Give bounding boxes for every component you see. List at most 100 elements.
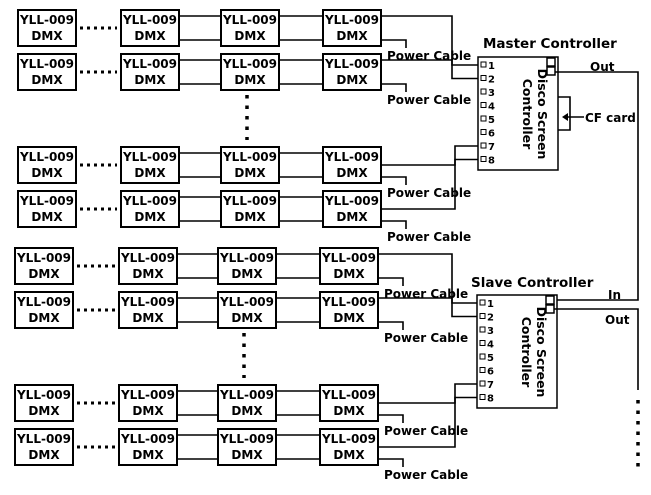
fixture-model-label: YLL-009 [219,251,274,265]
fixture-box [220,190,280,228]
fixture-type-label: DMX [31,210,63,224]
fixture-box [322,146,382,184]
fixture-model-label: YLL-009 [219,295,274,309]
port-connector [479,394,486,400]
slave-controller-name: Disco Screen Controller [519,307,549,398]
fixture-box [217,428,277,466]
fixture-box [118,384,178,422]
cf-card-label: CF card [585,111,636,125]
port-number: 7 [488,142,495,153]
fixture-model-label: YLL-009 [321,251,376,265]
fixture-type-label: DMX [134,210,166,224]
port-connector [480,115,487,122]
data-cable [381,59,478,80]
fixture-box [319,384,379,422]
data-cable [381,15,478,66]
fixture-type-label: DMX [231,404,263,418]
fixture-row: YLL-009DMXYLL-009DMXYLL-009DMXYLL-009DMX… [17,53,478,107]
port-number: 2 [487,313,494,324]
fixture-model-label: YLL-009 [321,432,376,446]
port-connector [479,367,486,373]
fixture-type-label: DMX [336,210,368,224]
fixture-box [120,190,180,228]
fixture-type-label: DMX [333,267,365,281]
fixture-model-label: YLL-009 [324,194,379,208]
fixture-row: YLL-009DMXYLL-009DMXYLL-009DMXYLL-009DMX… [14,247,477,304]
master-out-label: Out [590,60,615,74]
fixture-type-label: DMX [28,448,60,462]
power-cable-stub [381,220,407,229]
fixture-model-label: YLL-009 [324,57,379,71]
fixture-type-label: DMX [333,311,365,325]
fixture-box [217,384,277,422]
port-number: 3 [487,326,494,337]
port-number: 6 [487,367,494,378]
fixture-model-label: YLL-009 [122,150,177,164]
fixture-box [217,247,277,285]
fixture-model-label: YLL-009 [222,13,277,27]
fixture-box [17,9,77,47]
data-cable [381,145,478,166]
data-cable [378,297,477,318]
port-connector [479,299,486,306]
fixture-type-label: DMX [231,267,263,281]
fixture-model-label: YLL-009 [219,432,274,446]
slave-in-port [545,295,555,305]
fixture-box [322,53,382,91]
data-cable [378,383,477,404]
fixture-box [118,247,178,285]
fixture-model-label: YLL-009 [219,388,274,402]
fixture-box [120,9,180,47]
data-cable [378,396,477,448]
port-number: 8 [488,156,495,167]
fixture-box [120,146,180,184]
power-cable-label: Power Cable [384,331,468,345]
fixture-type-label: DMX [234,29,266,43]
master-controller-name-line1: Disco Screen [535,69,550,160]
power-cable-stub [381,39,407,48]
port-connector [479,326,486,333]
fixture-type-label: DMX [134,29,166,43]
fixture-type-label: DMX [132,404,164,418]
slave-controller-box [476,294,558,409]
fixture-type-label: DMX [28,404,60,418]
fixture-row: YLL-009DMXYLL-009DMXYLL-009DMXYLL-009DMX… [14,291,477,345]
power-cable-label: Power Cable [384,424,468,438]
fixture-model-label: YLL-009 [122,13,177,27]
fixture-box [17,53,77,91]
port-connector [480,61,487,68]
fixture-type-label: DMX [234,73,266,87]
fixture-model-label: YLL-009 [16,388,71,402]
port-number: 3 [488,88,495,99]
fixture-type-label: DMX [31,73,63,87]
fixture-model-label: YLL-009 [122,57,177,71]
fixture-box [14,247,74,285]
port-number: 1 [487,299,494,310]
power-cable-stub [378,458,404,467]
fixture-model-label: YLL-009 [19,13,74,27]
fixture-box [14,291,74,329]
fixture-model-label: YLL-009 [222,194,277,208]
port-number: 5 [487,353,494,364]
fixture-type-label: DMX [132,267,164,281]
fixture-type-label: DMX [231,448,263,462]
power-cable-label: Power Cable [384,468,468,482]
fixture-box [319,291,379,329]
